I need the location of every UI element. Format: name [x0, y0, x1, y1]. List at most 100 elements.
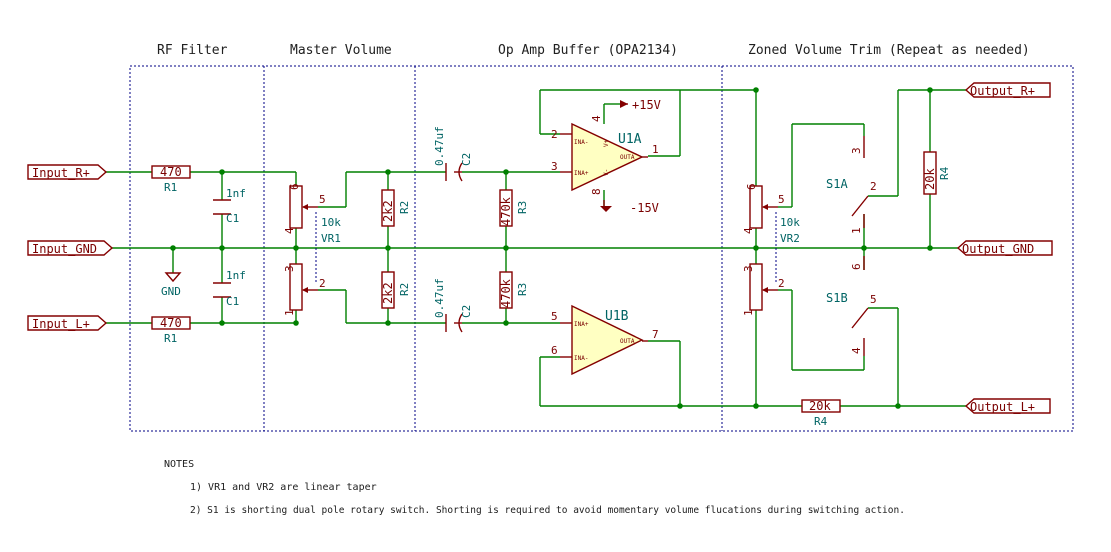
svg-text:5: 5 — [778, 193, 785, 206]
note-2: 2) S1 is shorting dual pole rotary switc… — [190, 505, 905, 516]
svg-text:2k2: 2k2 — [381, 200, 395, 222]
svg-text:Output_L+: Output_L+ — [970, 400, 1035, 414]
port-input-gnd: Input_GND — [27, 240, 114, 256]
svg-text:470: 470 — [160, 316, 182, 330]
capacitor-c1-bottom: 1nf C1 — [213, 269, 246, 308]
resistor-r1-bottom: 470 R1 — [151, 316, 191, 345]
svg-text:R2: R2 — [398, 283, 411, 296]
port-input-l: Input_L+ — [27, 315, 108, 331]
svg-text:470k: 470k — [499, 278, 513, 308]
svg-text:1nf: 1nf — [226, 269, 246, 282]
svg-text:R2: R2 — [398, 201, 411, 214]
svg-text:2: 2 — [551, 128, 558, 141]
svg-text:0.47uf: 0.47uf — [433, 126, 446, 166]
svg-text:Output_R+: Output_R+ — [970, 84, 1035, 98]
svg-text:3: 3 — [742, 265, 755, 272]
svg-text:3: 3 — [850, 147, 863, 154]
svg-text:Output_GND: Output_GND — [962, 242, 1034, 256]
svg-text:1: 1 — [283, 309, 296, 316]
opamp-u1a: INA- INA+ OUTA V+ V- U1A 2 3 1 4 8 — [551, 115, 659, 195]
capacitor-c2-top: 0.47uf C2 — [433, 126, 473, 182]
svg-text:4: 4 — [590, 115, 603, 122]
svg-text:V-: V- — [603, 169, 610, 176]
header-rf-filter: RF Filter — [157, 43, 228, 58]
svg-text:C1: C1 — [226, 295, 239, 308]
switch-s1b: 5 4 S1B — [826, 291, 877, 356]
svg-text:6: 6 — [551, 344, 558, 357]
port-output-gnd: Output_GND — [956, 240, 1053, 256]
svg-text:2: 2 — [778, 277, 785, 290]
svg-text:4: 4 — [850, 347, 863, 354]
svg-text:R3: R3 — [516, 201, 529, 214]
resistor-r4-vertical: 20k R4 — [923, 151, 951, 195]
capacitor-c2-bottom: 0.47uf C2 — [433, 278, 473, 333]
svg-text:2k2: 2k2 — [381, 282, 395, 304]
opamp-u1b: INA+ INA- OUTA U1B 5 6 7 — [551, 304, 659, 376]
header-master-volume: Master Volume — [290, 43, 392, 58]
resistor-r1-top: 470 R1 — [151, 165, 191, 194]
svg-text:6: 6 — [288, 183, 301, 190]
svg-text:Input_R+: Input_R+ — [32, 166, 90, 180]
vr1-ref: VR1 — [321, 232, 341, 245]
resistor-r3-bottom: 470k R3 — [499, 271, 529, 309]
svg-text:2: 2 — [870, 180, 877, 193]
svg-text:5: 5 — [870, 293, 877, 306]
svg-text:470: 470 — [160, 165, 182, 179]
switch-s1a: 3 2 1 6 S1A — [826, 136, 877, 270]
svg-text:20k: 20k — [809, 399, 831, 413]
capacitor-c1-top: 1nf C1 — [213, 187, 246, 225]
svg-text:INA-: INA- — [574, 355, 588, 362]
svg-text:5: 5 — [551, 310, 558, 323]
svg-text:C2: C2 — [460, 153, 473, 166]
svg-text:8: 8 — [590, 188, 603, 195]
resistor-r3-top: 470k R3 — [499, 189, 529, 227]
svg-text:Input_L+: Input_L+ — [32, 317, 90, 331]
svg-text:C2: C2 — [460, 305, 473, 318]
svg-text:OUTA: OUTA — [620, 338, 635, 345]
svg-text:INA+: INA+ — [574, 321, 589, 328]
svg-text:4: 4 — [283, 227, 296, 234]
svg-text:C1: C1 — [226, 212, 239, 225]
notes-title: NOTES — [164, 459, 194, 470]
svg-text:S1B: S1B — [826, 291, 848, 305]
potentiometer-vr1-bottom: 3 1 2 — [283, 263, 326, 316]
potentiometer-vr2-bottom: 3 1 2 — [742, 263, 785, 316]
vr1-value: 10k — [321, 216, 341, 229]
svg-text:2: 2 — [319, 277, 326, 290]
svg-text:+15V: +15V — [632, 98, 661, 112]
svg-text:20k: 20k — [923, 168, 937, 190]
svg-text:R4: R4 — [814, 415, 828, 428]
supply-neg-15v: -15V — [600, 200, 659, 215]
svg-text:INA+: INA+ — [574, 170, 589, 177]
svg-text:0.47uf: 0.47uf — [433, 278, 446, 318]
svg-text:U1B: U1B — [605, 309, 629, 324]
svg-text:R1: R1 — [164, 332, 177, 345]
svg-text:GND: GND — [161, 285, 181, 298]
svg-text:R3: R3 — [516, 283, 529, 296]
svg-text:1: 1 — [742, 309, 755, 316]
svg-text:1: 1 — [652, 143, 659, 156]
svg-text:6: 6 — [850, 263, 863, 270]
resistor-r2-top: 2k2 R2 — [381, 189, 411, 227]
svg-text:OUTA: OUTA — [620, 154, 635, 161]
ground-symbol: GND — [161, 272, 182, 298]
svg-text:-15V: -15V — [630, 201, 659, 215]
resistor-r4-horizontal: 20k R4 — [801, 399, 841, 428]
header-buffer: Op Amp Buffer (OPA2134) — [498, 43, 678, 58]
svg-text:7: 7 — [652, 328, 659, 341]
svg-text:R4: R4 — [938, 166, 951, 180]
svg-text:5: 5 — [319, 193, 326, 206]
svg-text:Input_GND: Input_GND — [32, 242, 97, 256]
svg-text:S1A: S1A — [826, 177, 848, 191]
potentiometer-vr1-top: 6 4 5 — [283, 183, 326, 234]
supply-pos-15v: +15V — [620, 98, 661, 112]
port-output-l: Output_L+ — [964, 398, 1051, 414]
svg-text:6: 6 — [745, 183, 758, 190]
svg-text:R1: R1 — [164, 181, 177, 194]
port-output-r: Output_R+ — [964, 82, 1051, 98]
port-input-r: Input_R+ — [27, 164, 108, 180]
svg-text:1nf: 1nf — [226, 187, 246, 200]
svg-text:U1A: U1A — [618, 132, 642, 147]
svg-text:470k: 470k — [499, 196, 513, 226]
